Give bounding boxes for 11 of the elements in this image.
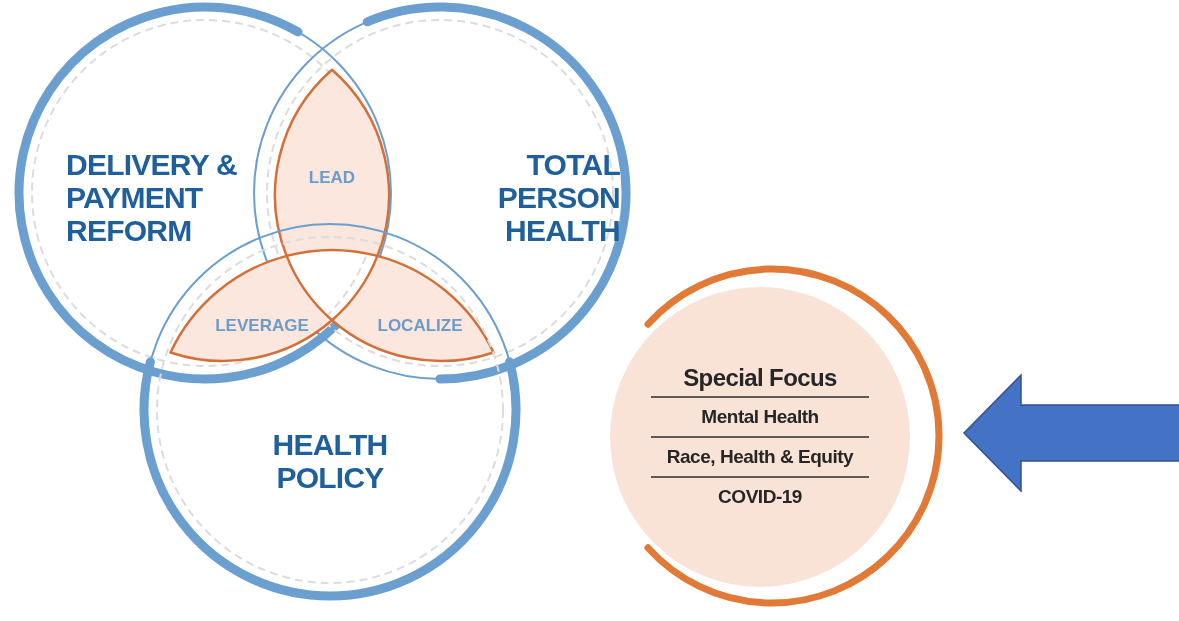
focus-heading: Special Focus [683, 363, 837, 393]
block-arrow [962, 373, 1179, 493]
lens-label: LEVERAGE [215, 315, 309, 338]
circle-title: TOTAL PERSON HEALTH [496, 148, 620, 247]
circle-title: HEALTH POLICY [271, 428, 389, 494]
focus-item: COVID-19 [718, 485, 802, 509]
circle-title: DELIVERY & PAYMENT REFORM [66, 148, 238, 247]
focus-item: Mental Health [701, 405, 819, 429]
lens-label: LOCALIZE [377, 315, 463, 338]
focus-item: Race, Health & Equity [666, 445, 854, 469]
lens-label: LEAD [308, 167, 356, 190]
